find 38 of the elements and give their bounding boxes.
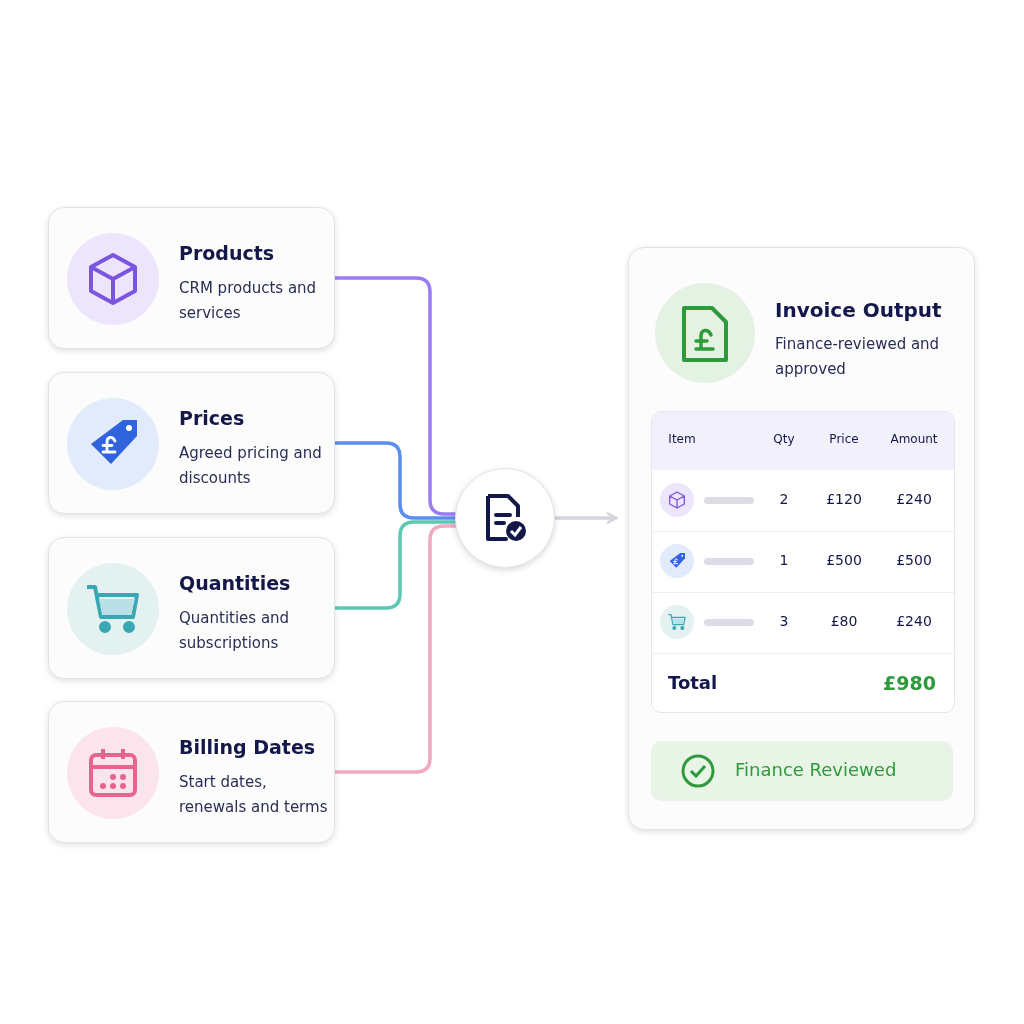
card-title: Invoice Output	[775, 298, 942, 322]
card-description: Agreed pricing and discounts	[179, 443, 323, 489]
input-card	[48, 537, 335, 679]
table-value: £120	[826, 491, 862, 507]
card-description: Start dates, renewals and terms	[179, 772, 329, 818]
table-value: £500	[896, 552, 932, 568]
table-value: £80	[830, 613, 858, 629]
table-value: £500	[826, 552, 862, 568]
card-title: Quantities	[179, 572, 291, 594]
input-card	[48, 701, 335, 843]
process-circle	[455, 468, 555, 568]
card-title: Billing Dates	[179, 736, 316, 758]
input-card	[48, 207, 335, 349]
card-description: CRM products and services	[179, 278, 318, 324]
card-description: Quantities and subscriptions	[179, 608, 291, 654]
connector-line	[333, 441, 457, 520]
card-title: Products	[179, 242, 275, 264]
table-value: £240	[896, 613, 932, 629]
card-description: Finance-reviewed and approved	[775, 334, 941, 380]
table-value: 1	[779, 552, 789, 568]
connector-line	[333, 520, 457, 610]
column-header: Qty	[773, 432, 795, 446]
table-value: 2	[779, 491, 789, 507]
table-value: Total	[668, 672, 718, 693]
column-header: Amount	[890, 432, 938, 446]
column-header: Price	[829, 432, 859, 446]
card-title: Prices	[179, 407, 245, 429]
arrow	[553, 511, 618, 525]
connector-line	[333, 524, 458, 774]
status-text: Finance Reviewed	[735, 759, 897, 780]
table-value: 3	[779, 613, 789, 629]
table-value: £980	[883, 672, 936, 694]
connector-line	[333, 276, 457, 516]
status-badge	[651, 741, 953, 801]
column-header: Item	[668, 432, 696, 446]
invoice-card	[628, 247, 975, 830]
table-value: £240	[896, 491, 932, 507]
input-card	[48, 372, 335, 514]
